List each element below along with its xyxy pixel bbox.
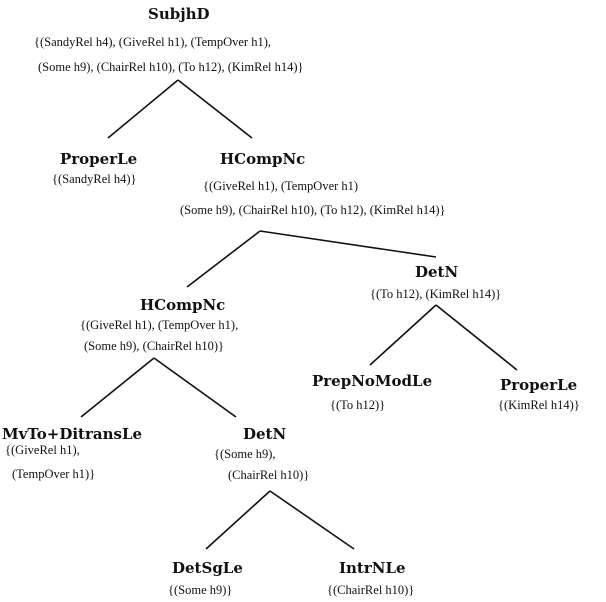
- node-detn-left-features-line2: (ChairRel h10)}: [228, 468, 310, 482]
- node-subjhd-label: SubjhD: [148, 5, 210, 23]
- node-detn-left-label: DetN: [243, 425, 287, 443]
- edge-subjhd-hcompnc: [177, 79, 253, 139]
- node-subjhd-features-line2: (Some h9), (ChairRel h10), (To h12), (Ki…: [38, 60, 304, 74]
- node-mvto-features-line1: {(GiveRel h1),: [5, 443, 80, 457]
- edge-hcompnc-hcompnc: [186, 230, 261, 288]
- edge-subjhd-properle: [107, 79, 179, 139]
- node-detn-left-features-line1: {(Some h9),: [214, 447, 276, 461]
- edge-hcompnc-detn-left: [153, 357, 237, 418]
- node-intrnle-label: IntrNLe: [339, 559, 406, 577]
- node-detsgle-label: DetSgLe: [172, 559, 243, 577]
- edge-hcompnc-mvto: [80, 357, 155, 418]
- node-properle-sandy-features: {(SandyRel h4)}: [52, 172, 137, 186]
- node-detn-right-features: {(To h12), (KimRel h14)}: [370, 287, 502, 301]
- node-mvto-label: MvTo+DitransLe: [2, 425, 143, 443]
- node-detn-right-label: DetN: [415, 263, 459, 281]
- node-hcompnc-top-label: HCompNc: [220, 150, 306, 168]
- node-mvto-features-line2: (TempOver h1)}: [12, 467, 96, 481]
- edge-detn-prepnomodle: [369, 304, 437, 366]
- node-prepnomodle-label: PrepNoModLe: [312, 372, 433, 390]
- node-detsgle-features: {(Some h9)}: [168, 583, 233, 597]
- node-hcompnc-mid-label: HCompNc: [140, 296, 226, 314]
- node-hcompnc-mid-features-line1: {(GiveRel h1), (TempOver h1),: [80, 318, 239, 332]
- node-prepnomodle-features: {(To h12)}: [330, 398, 386, 412]
- edge-detn-properle: [435, 304, 518, 371]
- node-hcompnc-top-features-line1: {(GiveRel h1), (TempOver h1): [203, 179, 359, 193]
- node-subjhd-features-line1: {(SandyRel h4), (GiveRel h1), (TempOver …: [34, 35, 272, 49]
- node-intrnle-features: {(ChairRel h10)}: [327, 583, 415, 597]
- edge-detn-detsgle: [205, 490, 271, 550]
- node-hcompnc-mid-features-line2: (Some h9), (ChairRel h10)}: [84, 339, 225, 353]
- edge-hcompnc-detn: [259, 230, 437, 258]
- node-properle-kim-label: ProperLe: [500, 376, 578, 394]
- edge-detn-intrnle: [269, 490, 355, 550]
- node-properle-kim-features: {(KimRel h14)}: [498, 398, 580, 412]
- node-properle-sandy-label: ProperLe: [60, 150, 138, 168]
- node-hcompnc-top-features-line2: (Some h9), (ChairRel h10), (To h12), (Ki…: [180, 203, 446, 217]
